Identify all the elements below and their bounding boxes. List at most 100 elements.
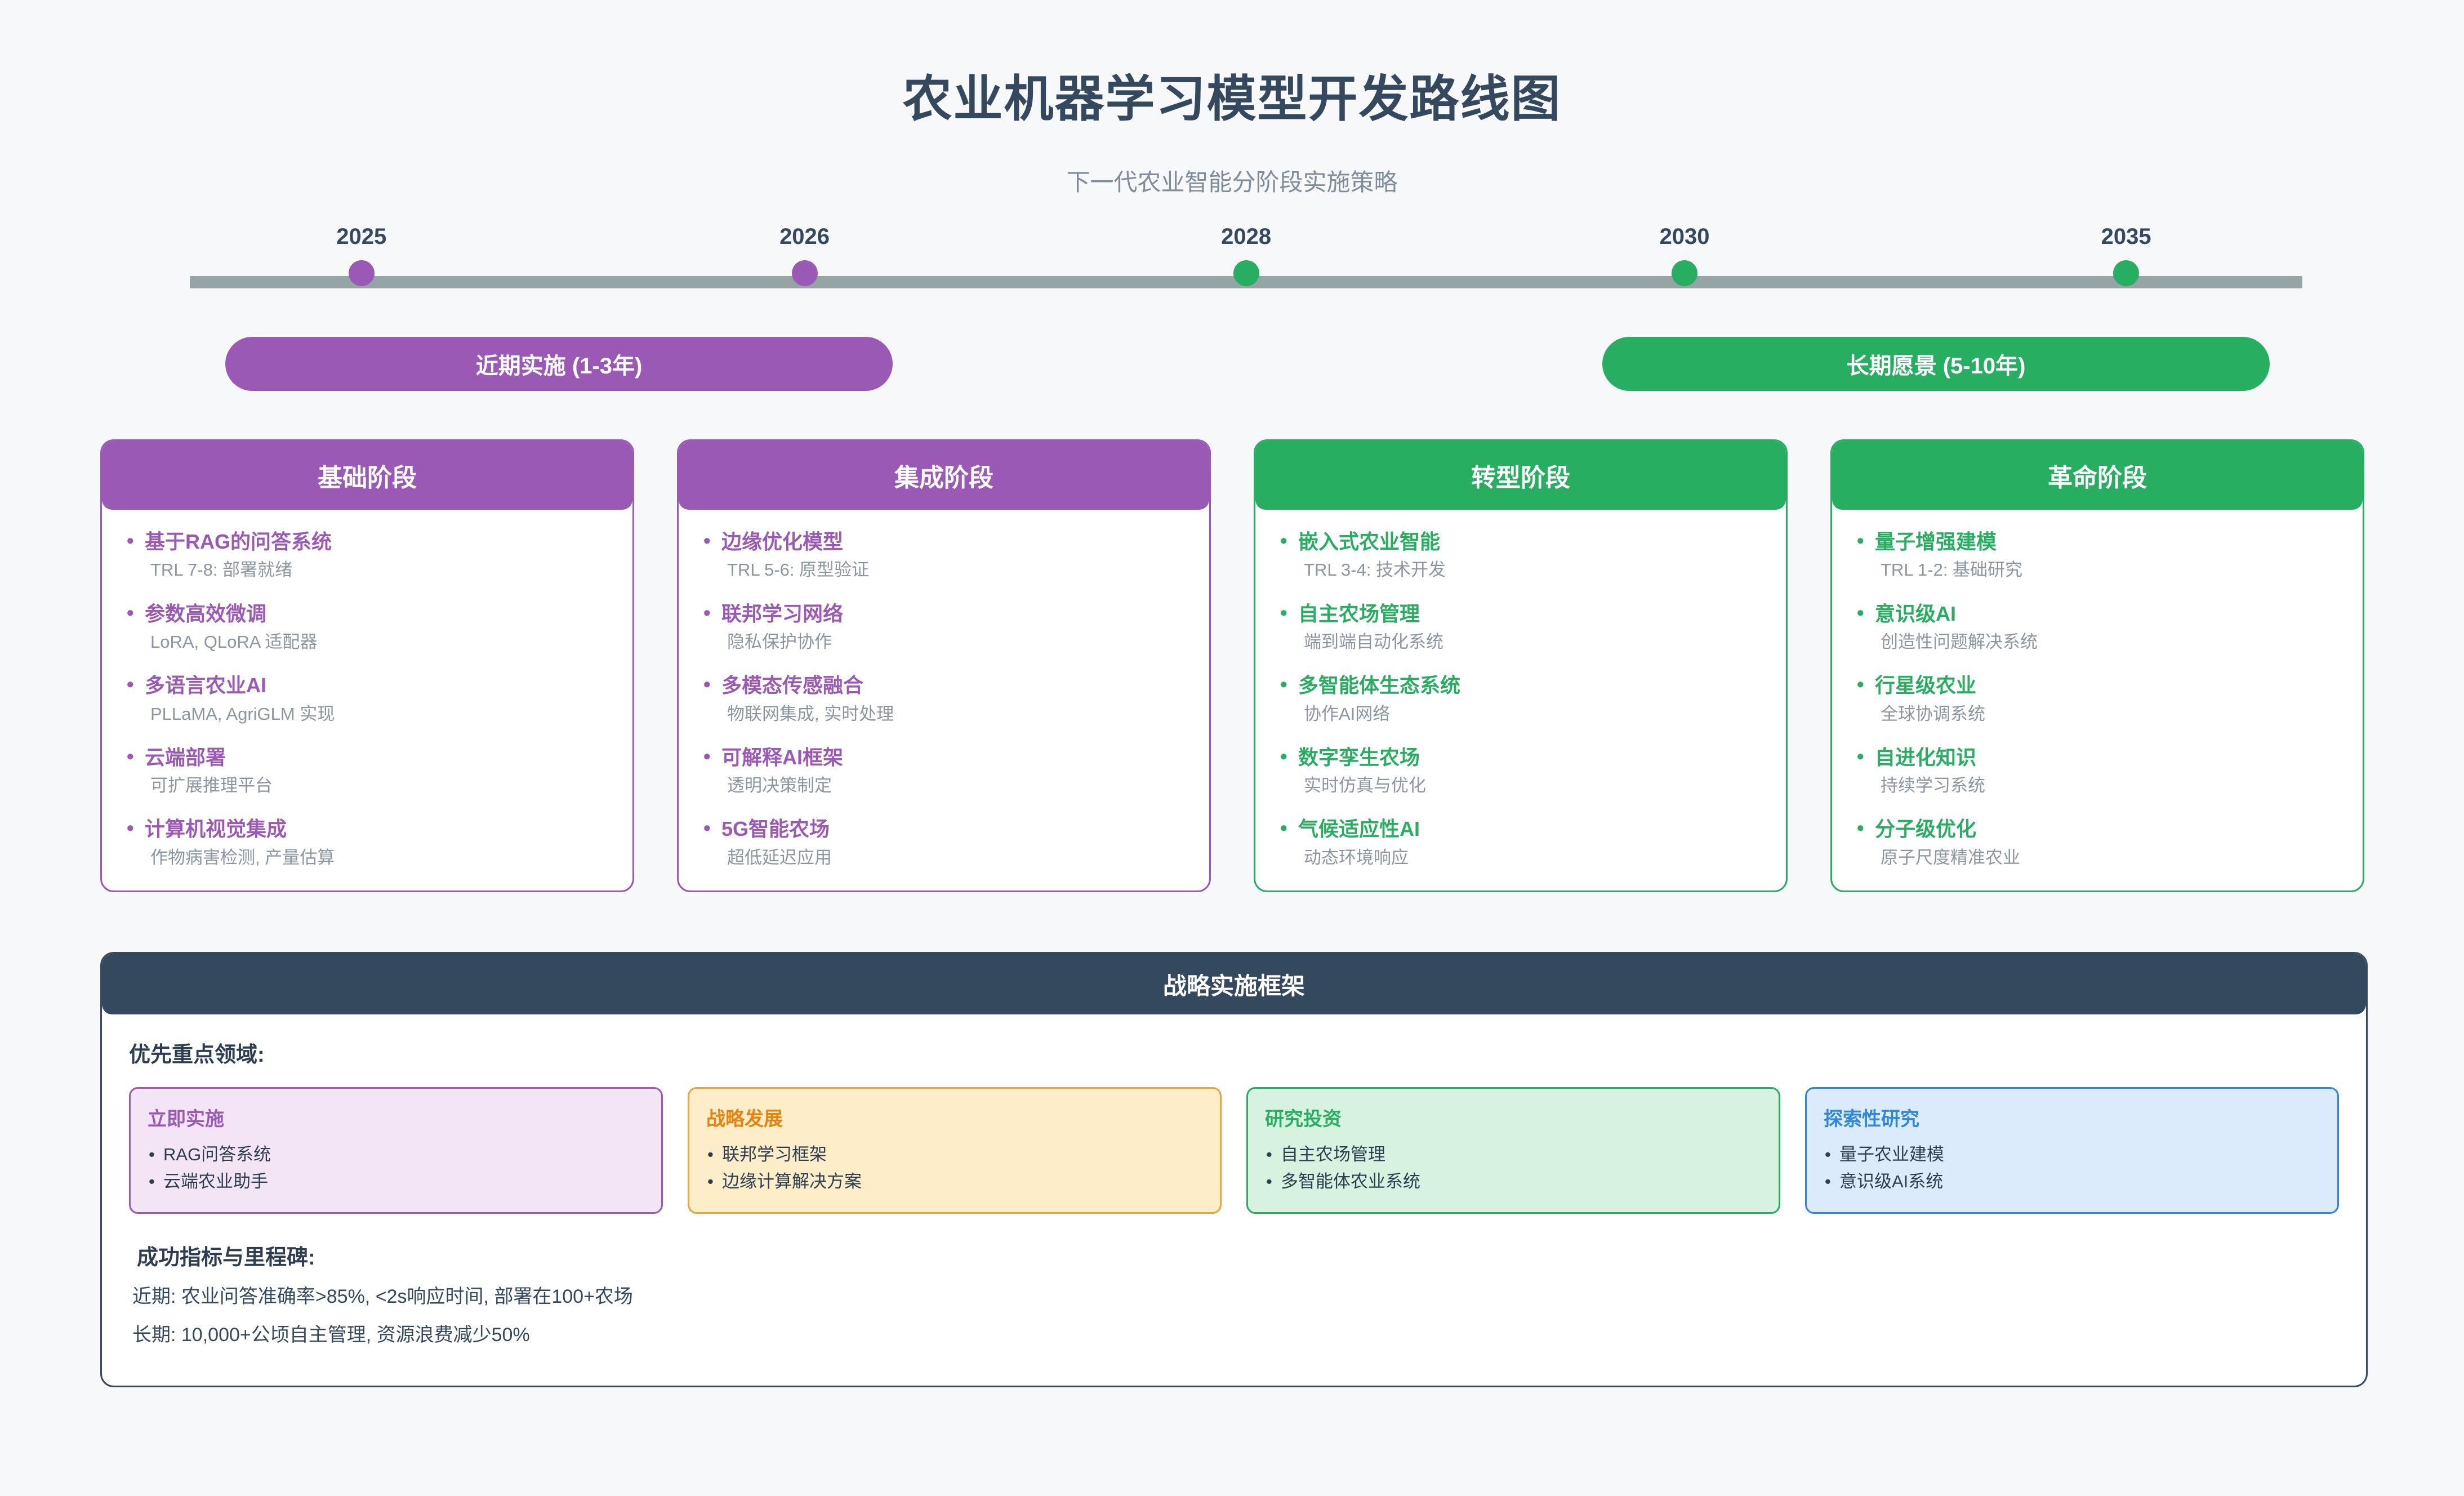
timeline-node-2025[interactable]: 2025 xyxy=(305,225,418,286)
phase-card-title: 集成阶段 xyxy=(894,464,993,492)
phase-card-1: 基础阶段基于RAG的问答系统TRL 7-8: 部署就绪参数高效微调 LoRA, Q… xyxy=(100,439,634,892)
metrics-lines: 近期: 农业问答准确率>85%, <2s响应时间, 部署在100+农场长期: 1… xyxy=(129,1284,2339,1348)
phase-card-body: 嵌入式农业智能 TRL 3-4: 技术开发自主农场管理端到端自动化系统多智能体生态… xyxy=(1255,510,1786,891)
timeline-year-label: 2028 xyxy=(1221,224,1272,249)
phase-card-4: 革命阶段量子增强建模TRL 1-2: 基础研究意识级AI 创造性问题解决系统行星级… xyxy=(1830,439,2364,892)
priority-box-3: 研究投资自主农场管理多智能体农业系统 xyxy=(1246,1087,1780,1214)
list-item-subtitle: 端到端自动化系统 xyxy=(1304,631,1443,652)
list-item-title: 量子增强建模 xyxy=(1856,529,2340,553)
timeline-dot-icon[interactable] xyxy=(348,260,375,286)
priority-box-item: RAG问答系统 xyxy=(148,1141,644,1168)
priority-box-item: 云端农业助手 xyxy=(148,1168,644,1195)
list-item: 多语言农业AI PLLaMA, AgriGLM 实现 xyxy=(126,673,610,724)
list-item: 意识级AI 创造性问题解决系统 xyxy=(1856,601,2340,653)
priority-box-item: 自主农场管理 xyxy=(1265,1141,1762,1168)
list-item-subtitle: TRL 5-6: 原型验证 xyxy=(727,560,870,580)
phase-card-3: 转型阶段嵌入式农业智能TRL 3-4: 技术开发自主农场管理端到端自动化系统多智… xyxy=(1254,439,1788,892)
priority-box-item: 多智能体农业系统 xyxy=(1265,1168,1762,1195)
list-item-subtitle: 物联网集成, 实时处理 xyxy=(727,704,894,724)
list-item-title: 5G智能农场 xyxy=(702,816,1187,840)
framework-header-label: 战略实施框架 xyxy=(1162,972,1305,999)
timeline-dot-icon[interactable] xyxy=(1672,260,1698,286)
priority-box-title: 立即实施 xyxy=(148,1108,224,1130)
timeline-year-label: 2035 xyxy=(2101,224,2151,249)
list-item-title: 计算机视觉集成 xyxy=(126,816,610,840)
timeline-dot-icon[interactable] xyxy=(791,260,818,286)
list-item-title: 联邦学习网络 xyxy=(702,601,1187,625)
phase-card-2: 集成阶段边缘优化模型TRL 5-6: 原型验证联邦学习网络隐私保护协作多模态传感… xyxy=(677,439,1211,892)
priority-boxes-row: 立即实施RAG问答系统云端农业助手战略发展联邦学习框架边缘计算解决方案研究投资自… xyxy=(129,1087,2339,1214)
phase-card-header: 革命阶段 xyxy=(1832,441,2363,510)
list-item-title: 自主农场管理 xyxy=(1279,601,1763,625)
list-item-subtitle: 隐私保护协作 xyxy=(727,631,832,652)
priority-box-item: 意识级AI系统 xyxy=(1824,1168,2320,1195)
list-item-title: 云端部署 xyxy=(126,745,610,769)
metrics-line: 近期: 农业问答准确率>85%, <2s响应时间, 部署在100+农场 xyxy=(132,1286,633,1308)
page-title: 农业机器学习模型开发路线图 xyxy=(902,71,1562,127)
timeline-year-label: 2026 xyxy=(779,224,830,249)
phase-card-header: 集成阶段 xyxy=(679,441,1209,510)
list-item-subtitle: 超低延迟应用 xyxy=(727,847,832,867)
list-item-title: 基于RAG的问答系统 xyxy=(126,529,610,553)
timeline-node-2030[interactable]: 2030 xyxy=(1628,225,1741,286)
list-item-title: 多语言农业AI xyxy=(126,673,610,697)
list-item-title: 气候适应性AI xyxy=(1279,816,1763,840)
list-item-subtitle: PLLaMA, AgriGLM 实现 xyxy=(150,704,335,724)
priority-box-title: 战略发展 xyxy=(706,1108,783,1130)
timeline-pill-near-term-label: 近期实施 (1-3年) xyxy=(475,354,643,379)
list-item-title: 参数高效微调 xyxy=(126,601,610,625)
list-item: 参数高效微调 LoRA, QLoRA 适配器 xyxy=(126,601,610,653)
priority-box-1: 立即实施 RAG问答系统云端农业助手 xyxy=(129,1087,663,1214)
list-item-subtitle: 可扩展推理平台 xyxy=(150,776,273,796)
list-item-subtitle: 原子尺度精准农业 xyxy=(1881,847,2020,867)
timeline-year-label: 2025 xyxy=(336,224,387,249)
phase-cards-row: 基础阶段基于RAG的问答系统TRL 7-8: 部署就绪参数高效微调 LoRA, Q… xyxy=(100,439,2364,892)
priority-areas-label: 优先重点领域: xyxy=(129,1043,265,1067)
list-item: 边缘优化模型 TRL 5-6: 原型验证 xyxy=(702,529,1187,581)
list-item-title: 可解释AI框架 xyxy=(702,745,1187,769)
timeline-pill-long-term: 长期愿景 (5-10年) xyxy=(1602,337,2270,391)
page-subtitle: 下一代农业智能分阶段实施策略 xyxy=(1066,169,1398,195)
list-item-title: 边缘优化模型 xyxy=(702,529,1187,553)
phase-card-title: 基础阶段 xyxy=(318,464,417,492)
list-item-subtitle: LoRA, QLoRA 适配器 xyxy=(150,631,318,652)
timeline-dot-icon[interactable] xyxy=(1233,260,1259,286)
timeline-year-label: 2030 xyxy=(1659,224,1710,249)
framework-header: 战略实施框架 xyxy=(102,954,2366,1014)
list-item-subtitle: TRL 3-4: 技术开发 xyxy=(1304,560,1446,580)
list-item-title: 意识级AI xyxy=(1856,601,2340,625)
timeline-node-2026[interactable]: 2026 xyxy=(748,225,861,286)
timeline-dot-icon[interactable] xyxy=(2113,260,2140,286)
list-item-subtitle: 透明决策制定 xyxy=(727,776,832,796)
priority-box-item: 联邦学习框架 xyxy=(706,1141,1203,1168)
priority-box-2: 战略发展联邦学习框架边缘计算解决方案 xyxy=(688,1087,1222,1214)
priority-box-4: 探索性研究量子农业建模意识级AI系统 xyxy=(1805,1087,2339,1214)
list-item-subtitle: 全球协调系统 xyxy=(1881,704,1985,724)
list-item-title: 数字孪生农场 xyxy=(1279,745,1763,769)
list-item-subtitle: 创造性问题解决系统 xyxy=(1881,631,2038,652)
list-item-title: 嵌入式农业智能 xyxy=(1279,529,1763,553)
timeline-node-2028[interactable]: 2028 xyxy=(1190,225,1303,286)
timeline-node-2035[interactable]: 2035 xyxy=(2070,225,2182,286)
timeline-pill-long-term-label: 长期愿景 (5-10年) xyxy=(1846,354,2026,379)
strategic-framework-panel: 战略实施框架 优先重点领域: 立即实施 RAG问答系统云端农业助手 战略发展联邦学习… xyxy=(100,952,2368,1387)
list-item-title: 自进化知识 xyxy=(1856,745,2340,769)
list-item-title: 行星级农业 xyxy=(1856,673,2340,697)
phase-card-header: 基础阶段 xyxy=(102,441,632,510)
timeline-pill-near-term: 近期实施 (1-3年) xyxy=(225,337,893,391)
